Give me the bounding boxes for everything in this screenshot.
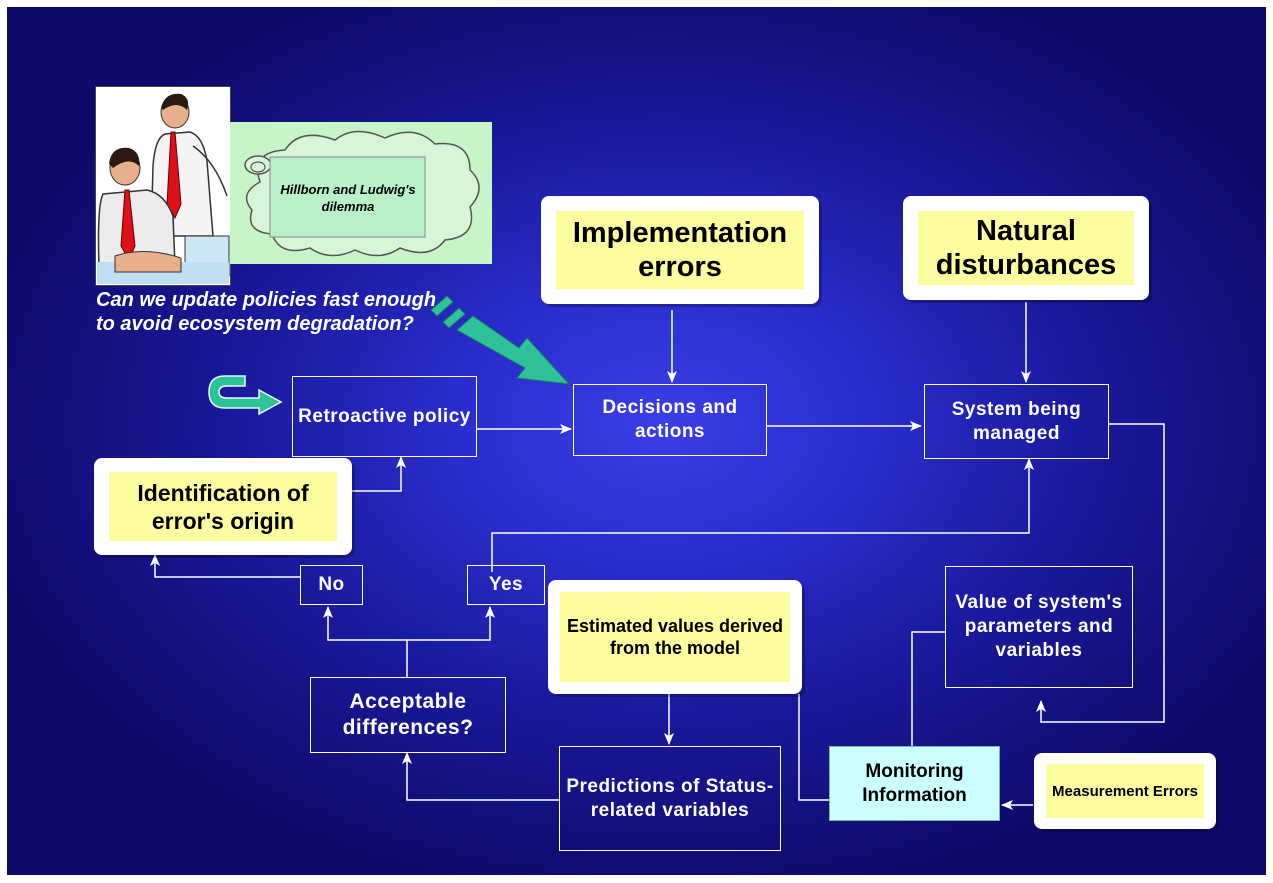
decisions-actions-box: Decisions and actions bbox=[573, 384, 767, 456]
retroactive-policy-box: Retroactive policy bbox=[292, 376, 477, 457]
arrow-identification-to-retro bbox=[351, 456, 406, 492]
predictions-box: Predictions of Status-related variables bbox=[559, 746, 781, 851]
implementation-errors-label: Implementation errors bbox=[556, 211, 804, 289]
monitoring-information-box: Monitoring Information bbox=[829, 746, 1000, 821]
men-at-computer-illustration bbox=[95, 86, 231, 286]
green-arrow-icon bbox=[430, 295, 571, 385]
slide: Hillborn and Ludwig's dilemma Can we upd… bbox=[7, 7, 1266, 875]
identification-box: Identification of error's origin bbox=[94, 458, 352, 555]
measurement-errors-box: Measurement Errors bbox=[1034, 753, 1216, 829]
no-box: No bbox=[300, 565, 363, 605]
arrow-acceptable-to-yes bbox=[407, 606, 495, 641]
dilemma-label: Hillborn and Ludwig's dilemma bbox=[280, 181, 416, 214]
connector-lines bbox=[150, 302, 1165, 810]
arrow-predictions-to-acceptable bbox=[402, 752, 559, 801]
arrow-no-to-identification bbox=[150, 554, 300, 578]
acceptable-differences-box: Acceptable differences? bbox=[310, 677, 506, 753]
arrow-acceptable-to-branches bbox=[323, 606, 408, 677]
implementation-errors-box: Implementation errors bbox=[541, 196, 819, 304]
measurement-errors-label: Measurement Errors bbox=[1046, 764, 1204, 818]
estimated-values-box: Estimated values derived from the model bbox=[548, 580, 802, 694]
curved-green-arrow-icon bbox=[208, 375, 283, 416]
thought-cloud-shape bbox=[230, 122, 492, 264]
system-managed-box: System being managed bbox=[924, 384, 1109, 459]
arrow-values-to-monitoring bbox=[907, 631, 945, 780]
identification-label: Identification of error's origin bbox=[109, 472, 337, 541]
line-estimated-to-monitoring bbox=[798, 694, 829, 801]
arrow-yes-to-system bbox=[491, 458, 1034, 572]
estimated-values-label: Estimated values derived from the model bbox=[560, 592, 790, 682]
natural-disturbances-box: Natural disturbances bbox=[903, 196, 1149, 300]
yes-box: Yes bbox=[467, 565, 545, 605]
arrow-system-to-values bbox=[1036, 423, 1165, 723]
natural-disturbances-label: Natural disturbances bbox=[918, 211, 1134, 285]
value-params-box: Value of system's parameters and variabl… bbox=[945, 566, 1133, 688]
question-text: Can we update policies fast enough to av… bbox=[96, 289, 437, 335]
